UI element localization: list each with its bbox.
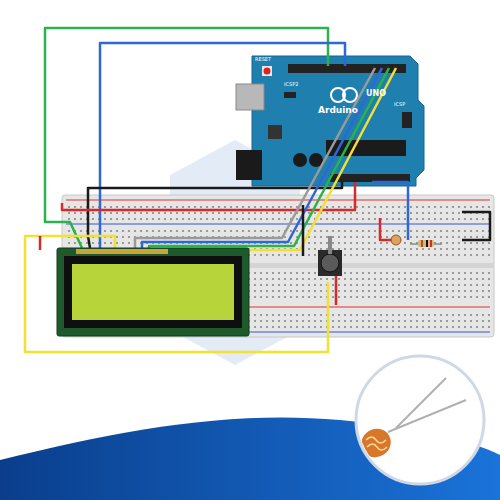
ldr-photo-inset — [356, 356, 484, 484]
component-label: RESET — [255, 57, 271, 62]
model-name: UNO — [366, 90, 386, 98]
wires — [25, 28, 490, 352]
potentiometer — [318, 236, 342, 276]
header-label: ICSP2 — [284, 82, 298, 87]
breadboard — [62, 195, 494, 337]
header-label: ICSP — [394, 102, 405, 107]
lcd-display — [57, 248, 249, 336]
brand-name: Arduino — [318, 106, 358, 115]
ldr-and-resistor — [391, 235, 442, 247]
